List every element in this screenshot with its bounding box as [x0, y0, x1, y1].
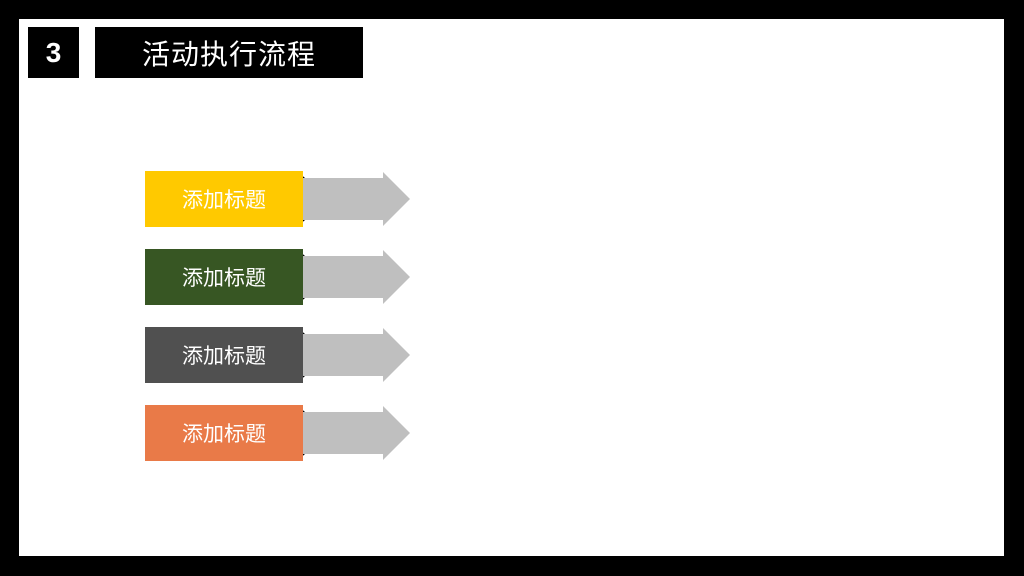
process-step-4[interactable]: 添加标题 [145, 405, 415, 461]
step-label: 添加标题 [145, 327, 303, 383]
step-label: 添加标题 [145, 171, 303, 227]
arrow-right-icon [297, 327, 410, 383]
process-step-2[interactable]: 添加标题 [145, 249, 415, 305]
section-title: 活动执行流程 [95, 27, 363, 78]
process-step-1[interactable]: 添加标题 [145, 171, 415, 227]
arrow-right-icon [297, 171, 410, 227]
arrow-right-icon [297, 249, 410, 305]
arrow-right-icon [297, 405, 410, 461]
step-label: 添加标题 [145, 405, 303, 461]
step-label: 添加标题 [145, 249, 303, 305]
section-number-badge: 3 [28, 27, 79, 78]
process-step-3[interactable]: 添加标题 [145, 327, 415, 383]
